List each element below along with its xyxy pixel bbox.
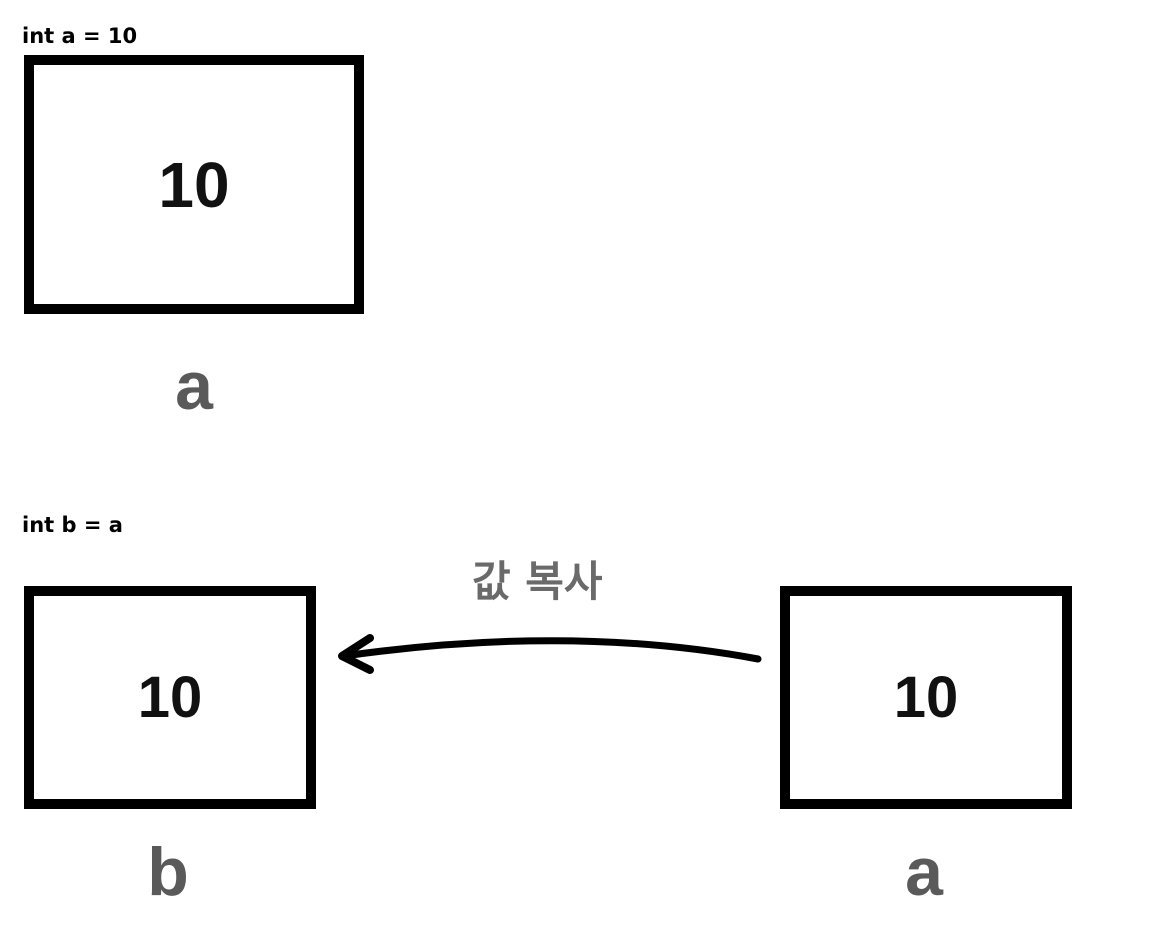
variable-name-a-bottom: a <box>905 834 943 910</box>
arrow-shaft <box>340 637 762 663</box>
variable-name-a-top: a <box>175 348 213 424</box>
variable-name-b: b <box>147 834 189 910</box>
variable-box-a-top: 10 <box>24 55 364 314</box>
variable-box-b: 10 <box>24 586 316 809</box>
copy-arrow <box>338 634 762 674</box>
code-line-int-b: int b = a <box>22 513 123 537</box>
box-value: 10 <box>158 148 230 221</box>
variable-box-a-bottom: 10 <box>780 586 1072 809</box>
value-copy-label: 값 복사 <box>472 557 603 606</box>
arrow-head <box>338 634 374 674</box>
box-value: 10 <box>893 664 959 730</box>
code-line-int-a: int a = 10 <box>22 24 138 48</box>
box-value: 10 <box>137 664 203 730</box>
